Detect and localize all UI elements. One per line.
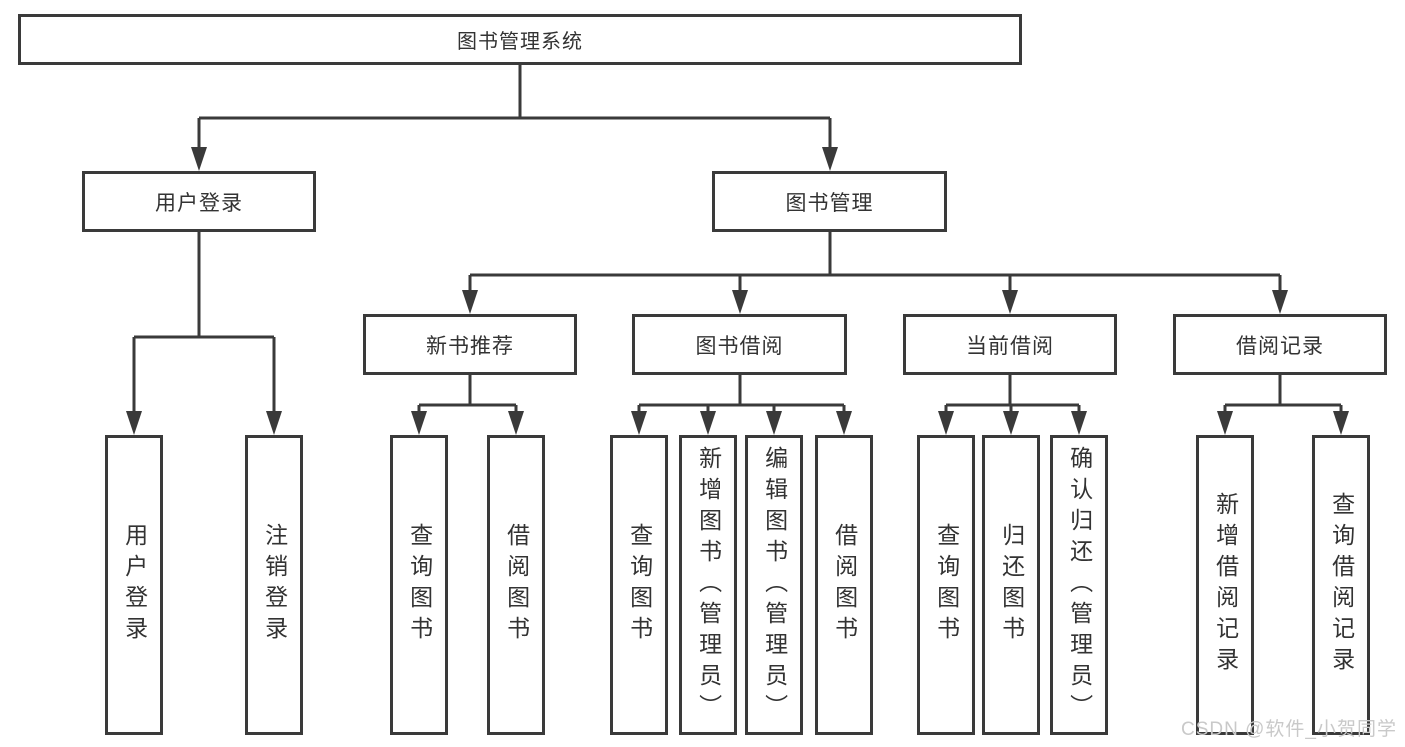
- node-label: 借阅图书: [831, 523, 858, 647]
- node-leaf-borrow-books-1: 借阅图书: [487, 435, 545, 735]
- node-current-borrow: 当前借阅: [903, 314, 1117, 375]
- node-leaf-query-books-1: 查询图书: [390, 435, 448, 735]
- node-label: 新书推荐: [426, 334, 514, 358]
- node-label: 查询图书: [933, 523, 960, 647]
- node-label: 当前借阅: [966, 334, 1054, 358]
- node-label: 归还图书: [998, 523, 1025, 647]
- node-label: 注销登录: [261, 523, 288, 647]
- node-label: 查询图书: [406, 523, 433, 647]
- node-label: 查询图书: [626, 523, 653, 647]
- node-leaf-logout: 注销登录: [245, 435, 303, 735]
- csdn-watermark: CSDN @软件_小贺同学: [1181, 719, 1397, 740]
- node-library-management-system: 图书管理系统: [18, 14, 1022, 65]
- node-label: 图书管理系统: [457, 31, 583, 53]
- node-label: 借阅记录: [1236, 334, 1324, 358]
- node-new-book-recommend: 新书推荐: [363, 314, 577, 375]
- node-leaf-confirm-return-admin: 确认归还（管理员）: [1050, 435, 1108, 735]
- node-user-login: 用户登录: [82, 171, 316, 232]
- node-label: 用户登录: [155, 191, 243, 215]
- node-borrow-records: 借阅记录: [1173, 314, 1387, 375]
- node-label: 新增图书（管理员）: [695, 445, 722, 725]
- node-label: 确认归还（管理员）: [1066, 445, 1093, 725]
- node-label: 查询借阅记录: [1328, 492, 1355, 678]
- node-leaf-return-books: 归还图书: [982, 435, 1040, 735]
- node-label: 图书管理: [785, 191, 874, 215]
- node-leaf-add-borrow-record: 新增借阅记录: [1196, 435, 1254, 735]
- node-label: 图书借阅: [695, 334, 784, 358]
- node-label: 用户登录: [121, 523, 148, 647]
- node-leaf-user-login: 用户登录: [105, 435, 163, 735]
- node-label: 新增借阅记录: [1212, 492, 1239, 678]
- node-book-borrow: 图书借阅: [632, 314, 847, 375]
- node-book-management: 图书管理: [712, 171, 947, 232]
- node-label: 借阅图书: [503, 523, 530, 647]
- node-label: 编辑图书（管理员）: [761, 445, 788, 725]
- node-leaf-query-books-3: 查询图书: [917, 435, 975, 735]
- node-leaf-edit-book-admin: 编辑图书（管理员）: [745, 435, 803, 735]
- node-leaf-query-borrow-record: 查询借阅记录: [1312, 435, 1370, 735]
- node-leaf-borrow-books-2: 借阅图书: [815, 435, 873, 735]
- node-leaf-query-books-2: 查询图书: [610, 435, 668, 735]
- node-leaf-add-book-admin: 新增图书（管理员）: [679, 435, 737, 735]
